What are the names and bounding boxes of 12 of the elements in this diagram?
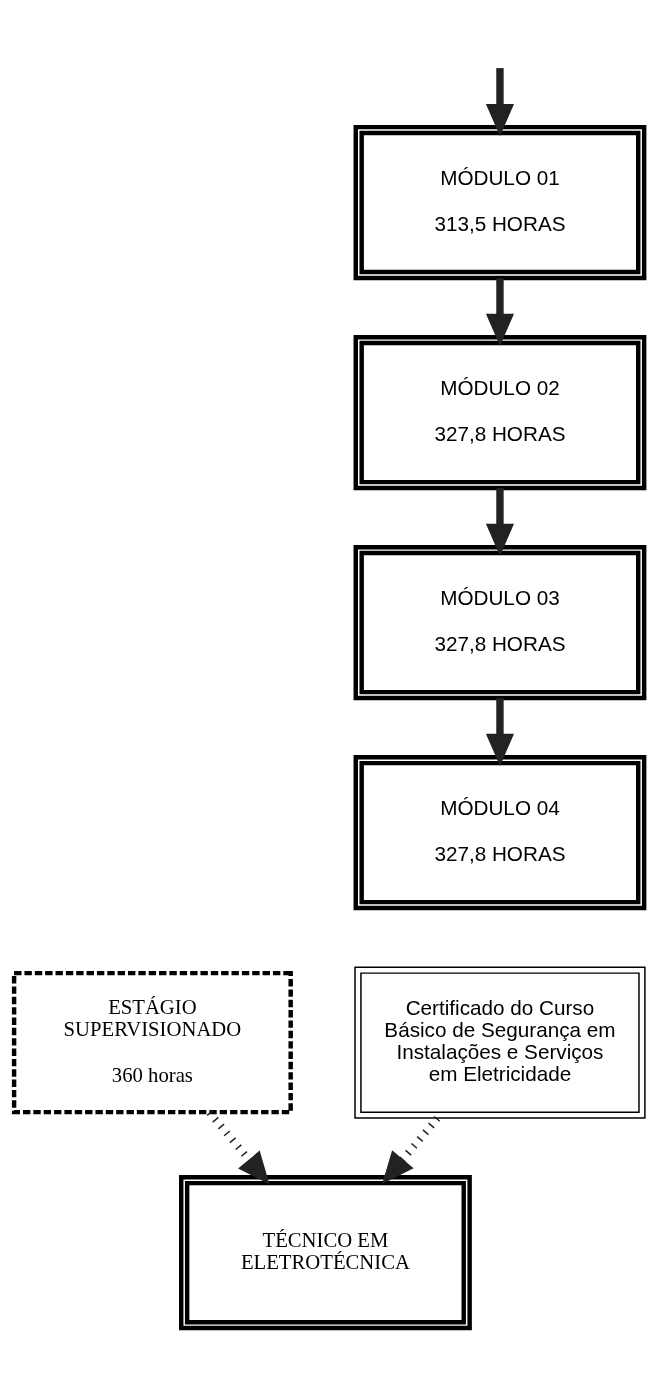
arrow [485, 698, 515, 766]
node-box: Certificado do Curso Básico de Segurança em Instalações e Serviços em Eletricidade [354, 966, 646, 1119]
arrow [485, 278, 515, 346]
node-box: MÓDULO 01 313,5 HORAS [353, 124, 647, 281]
node-box: MÓDULO 02 327,8 HORAS [353, 334, 647, 491]
arrow [382, 1115, 441, 1184]
node-box: ESTÁGIO SUPERVISIONADO 360 horas [11, 970, 293, 1115]
arrow [485, 488, 515, 556]
arrow [206, 1110, 270, 1185]
node-box: MÓDULO 03 327,8 HORAS [353, 544, 647, 701]
node-box: TÉCNICO EM ELETROTÉCNICA [179, 1175, 472, 1331]
node-box: MÓDULO 04 327,8 HORAS [353, 754, 647, 911]
